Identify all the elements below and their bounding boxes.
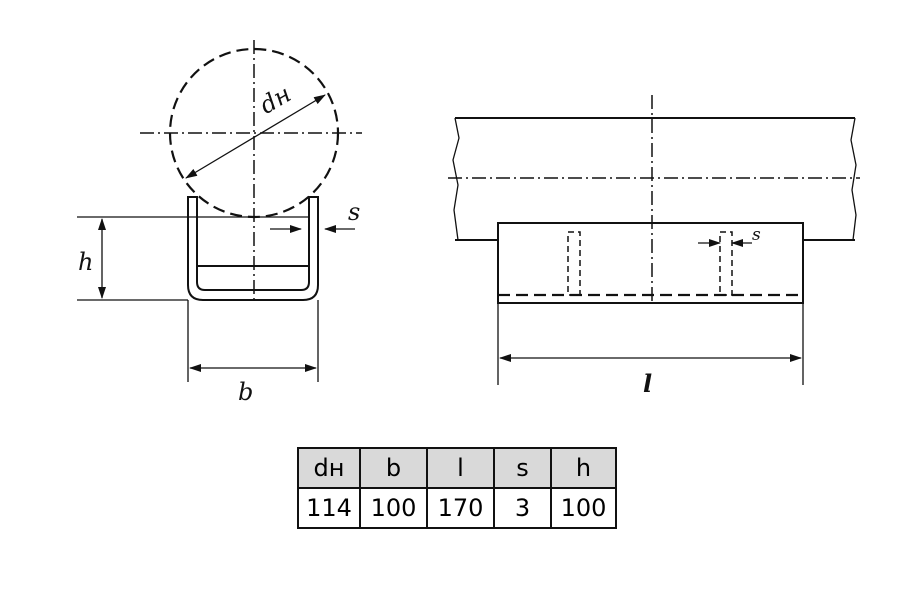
- table-header-row: dн b l s h: [297, 447, 617, 489]
- diameter-label: dн: [255, 80, 296, 120]
- header-cell: h: [550, 447, 617, 489]
- support-side: [497, 222, 804, 304]
- header-cell: s: [493, 447, 552, 489]
- table-row: 114 100 170 3 100: [297, 487, 617, 529]
- diameter-dimension: [185, 94, 326, 179]
- u-channel-support: [187, 196, 319, 301]
- thickness-label-right: s: [752, 225, 761, 245]
- length-label: l: [643, 369, 652, 398]
- value-cell: 100: [550, 487, 617, 529]
- value-cell: 100: [359, 487, 428, 529]
- header-cell: b: [359, 447, 428, 489]
- cross-section-view: dн h s b: [77, 40, 362, 406]
- header-cell: dн: [297, 447, 361, 489]
- width-label: b: [238, 378, 253, 406]
- header-cell: l: [426, 447, 495, 489]
- pipe-outline: [455, 117, 855, 241]
- rib-right: [719, 231, 733, 296]
- value-cell: 3: [493, 487, 552, 529]
- height-label: h: [78, 248, 93, 276]
- thickness-label-left: s: [348, 198, 360, 226]
- dimensions-table: dн b l s h 114 100 170 3 100: [297, 447, 617, 529]
- value-cell: 114: [297, 487, 361, 529]
- value-cell: 170: [426, 487, 495, 529]
- rib-left: [567, 231, 581, 296]
- side-view: s l: [448, 95, 860, 398]
